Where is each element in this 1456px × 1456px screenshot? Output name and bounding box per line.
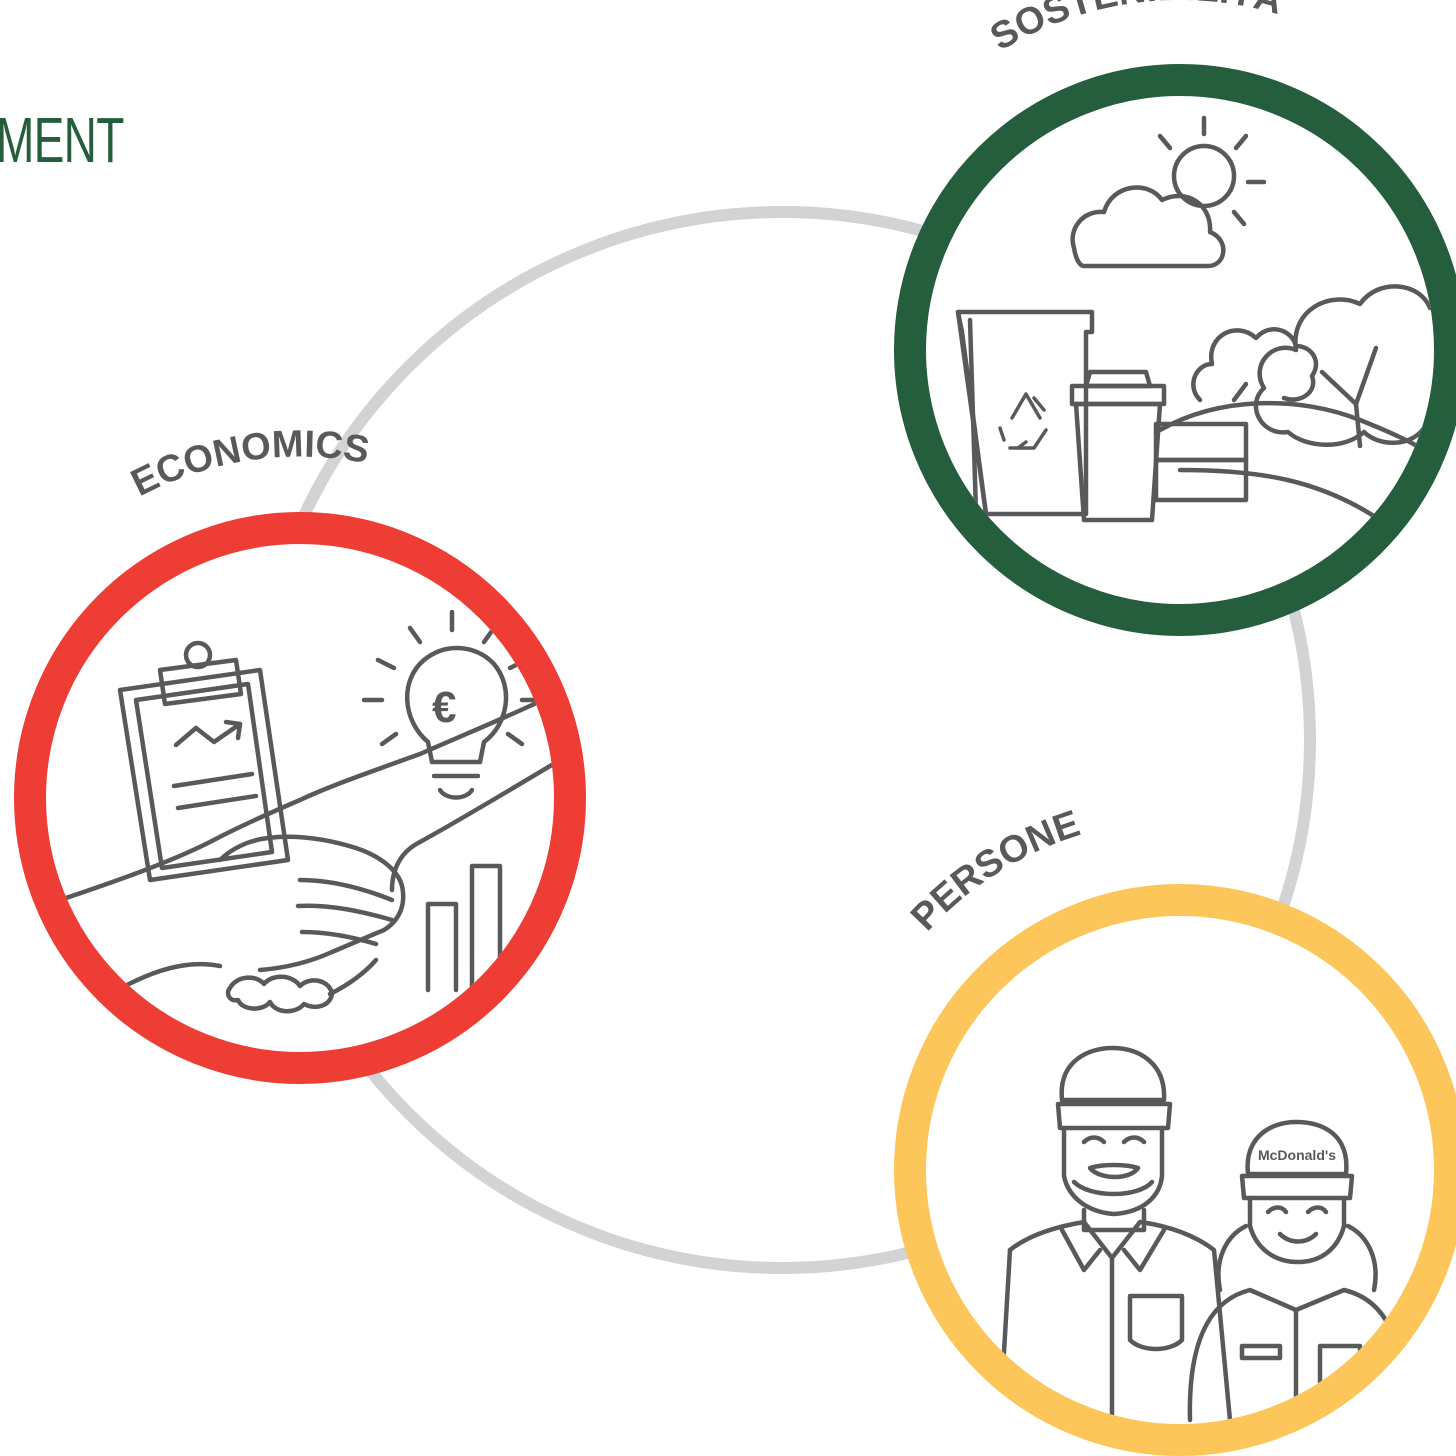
page-title-fragment: MENT (0, 104, 124, 176)
euro-symbol: € (432, 683, 456, 732)
sostenibilita-ring (894, 64, 1456, 636)
sostenibilita-label: SOSTENIBILITÀ (984, 0, 1288, 59)
economics-ring (14, 512, 586, 1084)
persone-ring (894, 884, 1456, 1456)
eco-packaging-icon (955, 115, 1434, 523)
handshake-icon: € (57, 609, 554, 1014)
cap-logo-text: McDonald's (1258, 1147, 1336, 1163)
economics-node: € ECONOMICS (14, 423, 586, 1084)
economics-label: ECONOMICS (125, 423, 372, 505)
sostenibilita-node: SOSTENIBILITÀ (894, 0, 1456, 636)
persone-node: McDonald's PERSONE (894, 803, 1456, 1456)
